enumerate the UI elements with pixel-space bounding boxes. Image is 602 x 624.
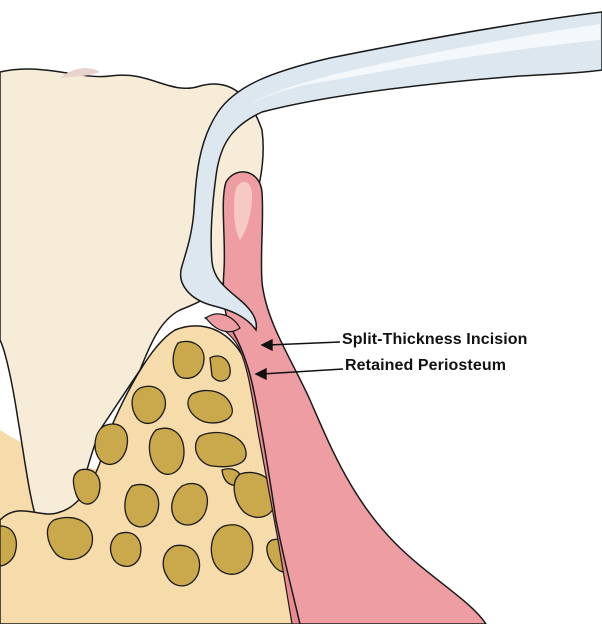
- retained-periosteum-label: Retained Periosteum: [345, 357, 506, 375]
- split-thickness-incision-label: Split-Thickness Incision: [342, 331, 528, 349]
